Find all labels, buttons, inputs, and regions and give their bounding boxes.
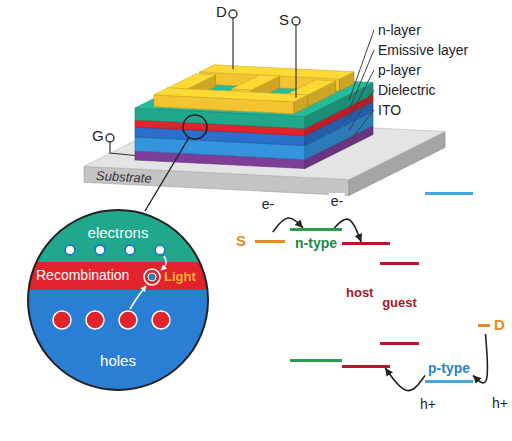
terminal-label: D xyxy=(216,4,227,20)
node-text: guest xyxy=(382,295,417,311)
hole-dot xyxy=(152,311,170,329)
layer-label: n-layer xyxy=(378,22,421,38)
leader-line xyxy=(349,50,374,110)
label-text: ITO xyxy=(378,102,401,118)
source-level: S xyxy=(236,232,285,250)
layer-label: Dielectric xyxy=(378,82,436,98)
electron-dot xyxy=(65,245,75,255)
label-text: p-layer xyxy=(378,62,421,78)
node-text: D xyxy=(494,317,505,333)
electron-dot xyxy=(125,245,135,255)
carrier-arrow xyxy=(473,334,487,383)
gate-wire xyxy=(110,142,135,156)
drain-level: D xyxy=(478,316,508,334)
leader-line xyxy=(349,90,374,131)
drain-wire xyxy=(232,18,233,69)
electron-dot xyxy=(95,245,105,255)
layer-label: p-layer xyxy=(378,62,421,78)
layer-label: ITO xyxy=(378,102,401,118)
magnifier-ring xyxy=(183,115,207,139)
source-finger-top xyxy=(168,74,216,89)
hole-region xyxy=(20,290,220,400)
layer-label: Emissive layer xyxy=(378,42,468,58)
node-text: host xyxy=(346,285,373,301)
leader-line xyxy=(349,110,374,142)
substrate-label: Substrate xyxy=(96,168,152,187)
node-text: n-type xyxy=(295,235,337,251)
source-finger-top xyxy=(288,80,336,95)
terminal-label: S xyxy=(279,12,289,28)
carrier-arrow xyxy=(385,368,425,391)
carrier-label: h+ xyxy=(418,396,438,412)
guest-level: guest xyxy=(380,262,419,345)
hole-dot xyxy=(86,311,104,329)
zoom-outline xyxy=(28,210,208,390)
terminal-pin xyxy=(106,134,114,142)
node-text: Recombination xyxy=(36,267,129,284)
n-type-level: n-type xyxy=(290,228,342,362)
p-type-level: p-type xyxy=(425,192,473,383)
carrier-label: h+ xyxy=(490,395,510,411)
recombination-dot xyxy=(148,273,156,281)
label-text: Substrate xyxy=(96,168,152,187)
label-text: D xyxy=(216,4,227,20)
leader-line xyxy=(349,70,374,119)
label-text: G xyxy=(92,128,104,144)
label-text: Dielectric xyxy=(378,82,436,98)
zoom-view xyxy=(20,200,220,400)
hole-dot xyxy=(53,311,71,329)
electron-dot xyxy=(155,245,165,255)
hole-band: holes xyxy=(28,290,208,390)
device-stack xyxy=(84,10,445,211)
terminal-label: G xyxy=(92,128,104,144)
edge-label-text: e- xyxy=(331,193,343,209)
light-label: Light xyxy=(164,269,196,285)
edge-label-text: h+ xyxy=(492,395,508,411)
node-text: S xyxy=(236,233,246,249)
node-text: p-type xyxy=(428,360,470,376)
electron-arrow xyxy=(161,256,166,270)
carrier-label: e- xyxy=(260,196,276,212)
recombination-ring xyxy=(144,269,160,285)
terminal-pin xyxy=(229,10,237,18)
node-text: electrons xyxy=(88,224,149,241)
label-text: Light xyxy=(164,269,196,285)
carrier-label: e- xyxy=(329,193,345,209)
hole-arrow xyxy=(130,286,146,309)
edge-label-text: e- xyxy=(262,196,274,212)
label-text: n-layer xyxy=(378,22,421,38)
label-text: S xyxy=(279,12,289,28)
edge-label-text: h+ xyxy=(420,396,436,412)
leader-line xyxy=(349,30,374,101)
electron-band: electrons xyxy=(28,210,208,262)
drain-finger-top xyxy=(232,75,280,90)
recombination-region xyxy=(20,262,220,290)
source-electrode-top xyxy=(154,88,308,102)
node-text: holes xyxy=(100,352,136,369)
hole-dot xyxy=(119,311,137,329)
terminal-pin xyxy=(292,17,300,25)
label-text: Emissive layer xyxy=(378,42,468,58)
source-wire xyxy=(295,25,296,98)
